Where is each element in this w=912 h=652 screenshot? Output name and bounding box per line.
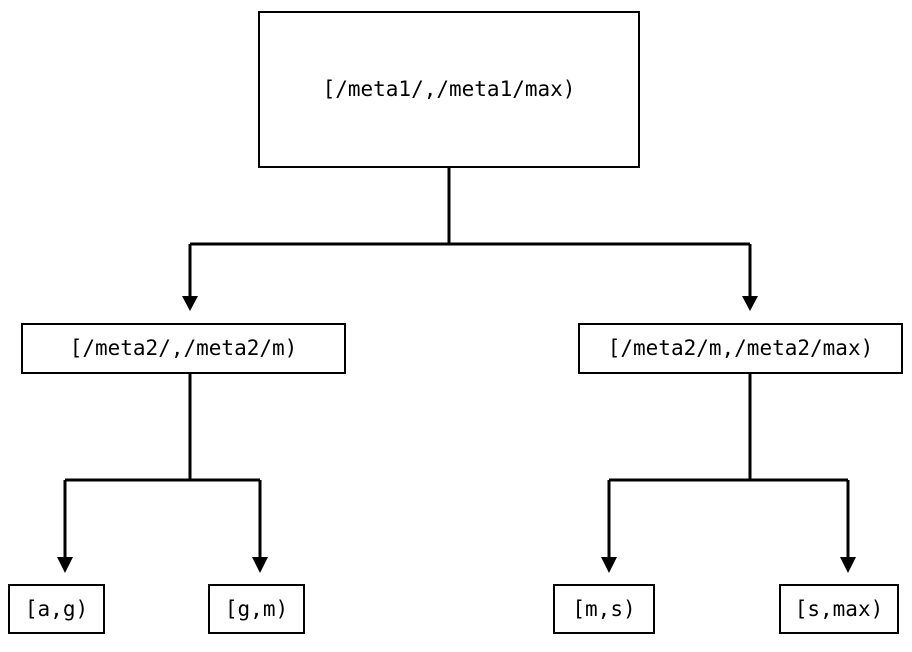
tree-node-root[interactable]: [/meta1/,/meta1/max) (258, 11, 640, 168)
tree-node-leaf-2-label: [g,m) (224, 596, 289, 621)
tree-node-leaf-2[interactable]: [g,m) (208, 584, 305, 634)
arrowhead-down-icon (182, 296, 198, 311)
tree-node-leaf-4-label: [s,max) (794, 596, 884, 621)
tree-node-mid-right-label: [/meta2/m,/meta2/max) (607, 336, 874, 360)
arrowhead-down-icon (742, 296, 758, 311)
tree-node-leaf-3[interactable]: [m,s) (553, 584, 655, 634)
tree-node-mid-right[interactable]: [/meta2/m,/meta2/max) (578, 323, 903, 374)
tree-node-leaf-3-label: [m,s) (572, 596, 636, 621)
tree-node-leaf-1[interactable]: [a,g) (8, 584, 105, 634)
tree-node-leaf-1-label: [a,g) (24, 596, 89, 621)
arrowhead-down-icon (840, 557, 856, 573)
arrowhead-down-icon (252, 557, 268, 573)
tree-node-mid-left[interactable]: [/meta2/,/meta2/m) (21, 323, 346, 374)
tree-node-leaf-4[interactable]: [s,max) (779, 584, 899, 634)
tree-node-mid-left-label: [/meta2/,/meta2/m) (69, 336, 298, 360)
arrowhead-down-icon (57, 557, 73, 573)
tree-node-root-label: [/meta1/,/meta1/max) (322, 77, 576, 101)
arrowhead-down-icon (601, 557, 617, 573)
